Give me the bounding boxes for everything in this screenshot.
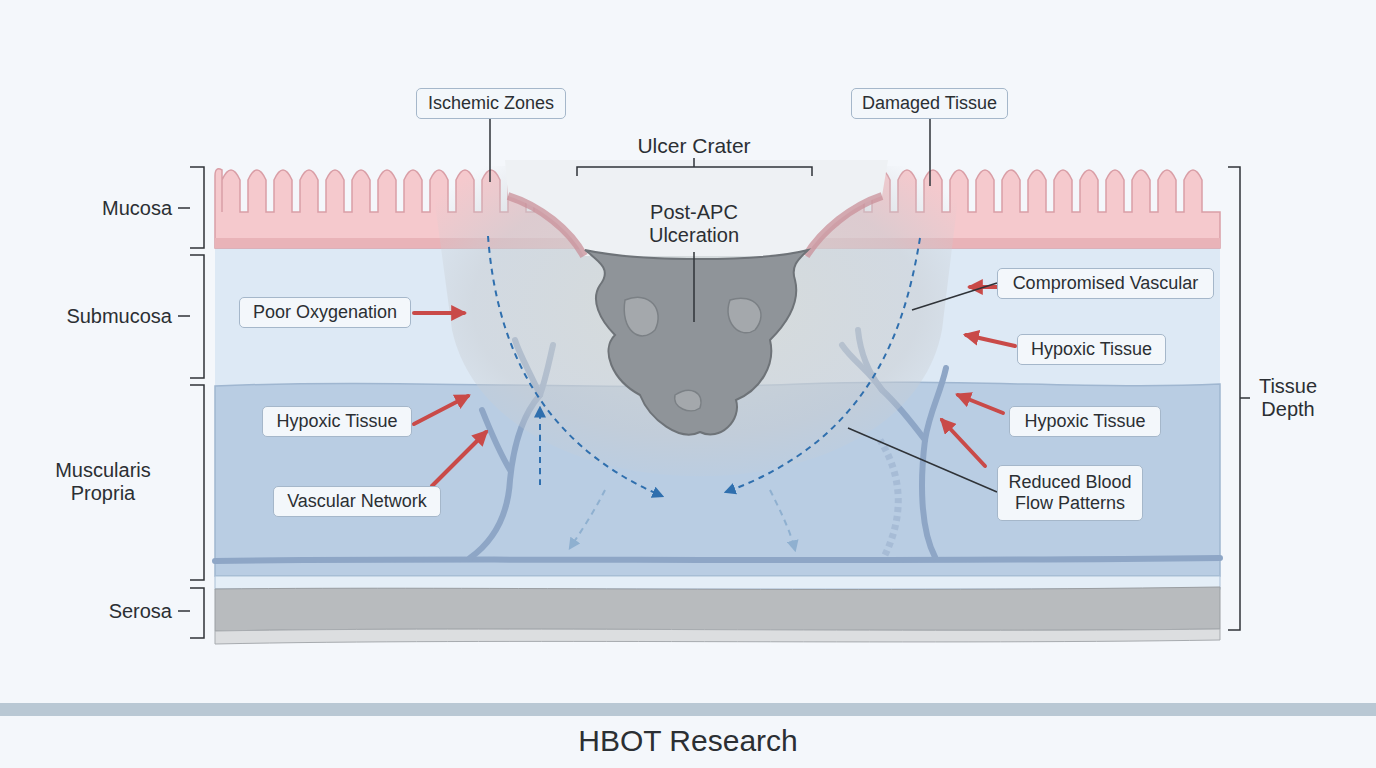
flow-arrow (488, 236, 662, 496)
red-arrow (414, 311, 464, 315)
vessel (482, 410, 510, 470)
layer-label: Muscularis Propria (43, 459, 163, 505)
layer-bracket (178, 255, 204, 378)
red-arrow (942, 420, 985, 466)
callout-box: Poor Oxygenation (239, 297, 411, 328)
depth-bracket (1228, 167, 1250, 630)
crater-bracket (577, 158, 812, 176)
crater-label: Ulcer Crater (614, 134, 774, 157)
crater-rim (806, 196, 882, 256)
callout-box: Vascular Network (273, 486, 441, 517)
depth-label: Tissue Depth (1243, 375, 1333, 421)
red-arrow (966, 335, 1015, 346)
serosa-layer (215, 587, 1220, 631)
callout-text: Hypoxic Tissue (276, 411, 397, 432)
ischemic-zone (430, 166, 962, 476)
layer-label: Mucosa (22, 197, 172, 220)
red-arrow (414, 396, 468, 424)
leader-line (929, 118, 931, 186)
subserosa-layer (215, 576, 1220, 589)
callout-box: Hypoxic Tissue (1017, 334, 1166, 365)
vessel (922, 368, 946, 557)
flow-arrow (539, 408, 541, 485)
vessel (215, 558, 1220, 561)
flow-arrow (570, 490, 605, 548)
flow-arrow (770, 490, 795, 550)
callout-text: Compromised Vascular (1013, 273, 1199, 294)
leader-line (693, 252, 695, 322)
red-arrow (432, 432, 486, 486)
callout-text: Damaged Tissue (862, 93, 997, 114)
hypoxia-arrows (414, 287, 1045, 486)
callout-box: Hypoxic Tissue (1009, 406, 1161, 437)
brackets (178, 158, 1250, 638)
callout-box: Reduced Blood Flow Patterns (997, 465, 1143, 521)
leader-line (912, 283, 997, 310)
flow-arrows-faint (570, 490, 795, 550)
callout-box: Compromised Vascular (997, 268, 1214, 299)
callout-box: Hypoxic Tissue (262, 406, 412, 437)
caption: HBOT Research (0, 724, 1376, 758)
layer-bracket (190, 385, 204, 580)
layer-bracket (178, 588, 204, 638)
leader-line (848, 428, 997, 492)
callout-text: Hypoxic Tissue (1024, 411, 1145, 432)
callout-box: Ischemic Zones (416, 88, 566, 119)
serosa-base (215, 629, 1220, 644)
crater-rim (508, 196, 584, 256)
necrotic-patch (728, 298, 761, 333)
crater-hollow (505, 160, 888, 256)
callout-text: Reduced Blood Flow Patterns (1004, 472, 1136, 514)
crater-label: Post-APC Ulceration (634, 201, 754, 247)
necrotic-patch (675, 390, 701, 410)
flow-arrow (726, 238, 920, 492)
flow-arrows (488, 236, 920, 496)
callout-text: Ischemic Zones (428, 93, 554, 114)
layer-bracket (178, 167, 204, 248)
layer-label: Serosa (22, 600, 172, 623)
callout-text: Vascular Network (287, 491, 427, 512)
footer-bar (0, 703, 1376, 716)
leader-line (489, 118, 491, 182)
callout-box: Damaged Tissue (851, 88, 1008, 119)
vessel-faint (880, 440, 898, 555)
callout-text: Hypoxic Tissue (1031, 339, 1152, 360)
necrotic-patch (624, 297, 658, 336)
red-arrow (958, 395, 1003, 413)
leader-lines (490, 118, 997, 492)
ulcer-crater (585, 250, 808, 434)
layer-label: Submucosa (22, 305, 172, 328)
callout-text: Poor Oxygenation (253, 302, 397, 323)
